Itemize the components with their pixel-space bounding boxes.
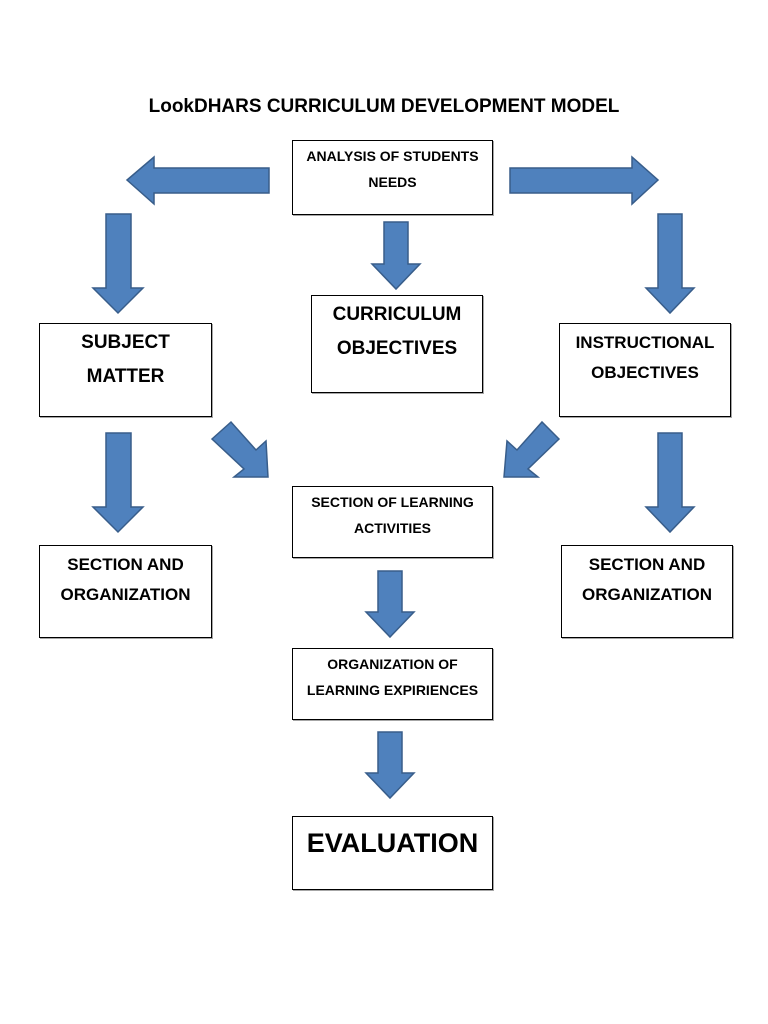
- node-subject-matter: SUBJECT MATTER: [39, 323, 212, 417]
- arrow-down-to-instructional-objectives: [644, 213, 696, 315]
- arrow-down-to-curriculum-objectives: [370, 221, 422, 291]
- node-label-line: CURRICULUM: [332, 304, 462, 325]
- node-label-line: MATTER: [86, 366, 165, 387]
- node-label-line: ORGANIZATION OF: [327, 656, 458, 672]
- node-label-line: SUBJECT: [81, 332, 170, 353]
- node-organization-of-learning-experiences: ORGANIZATION OF LEARNING EXPIRIENCES: [292, 648, 493, 720]
- node-evaluation: EVALUATION: [292, 816, 493, 890]
- node-label-line: OBJECTIVES: [591, 363, 699, 382]
- node-section-of-learning-activities: SECTION OF LEARNING ACTIVITIES: [292, 486, 493, 558]
- node-curriculum-objectives: CURRICULUM OBJECTIVES: [311, 295, 483, 393]
- arrow-down-to-organization-learning: [364, 570, 416, 639]
- node-label-line: OBJECTIVES: [336, 338, 458, 359]
- node-label-line: ORGANIZATION: [581, 585, 712, 604]
- node-label-line: LEARNING EXPIRIENCES: [306, 682, 479, 698]
- node-label-line: ORGANIZATION: [60, 585, 191, 604]
- arrow-down-to-section-org-right: [644, 432, 696, 534]
- node-instructional-objectives: INSTRUCTIONAL OBJECTIVES: [559, 323, 731, 417]
- node-label-line: ACTIVITIES: [353, 520, 431, 536]
- diagram-title: LookDHARS CURRICULUM DEVELOPMENT MODEL: [148, 96, 620, 117]
- arrow-analysis-right: [509, 155, 660, 206]
- arrow-down-to-subject-matter: [91, 213, 145, 315]
- node-label-line: INSTRUCTIONAL: [575, 333, 715, 352]
- node-label-line: ANALYSIS OF STUDENTS: [306, 148, 479, 164]
- node-label-line: SECTION AND: [588, 555, 706, 574]
- node-section-and-organization-right: SECTION AND ORGANIZATION: [561, 545, 733, 638]
- node-label-line: SECTION OF LEARNING: [311, 494, 474, 510]
- arrow-diagonal-right: [503, 420, 561, 478]
- arrow-diagonal-left: [210, 420, 269, 478]
- arrow-down-to-evaluation: [364, 731, 416, 800]
- node-section-and-organization-left: SECTION AND ORGANIZATION: [39, 545, 212, 638]
- node-analysis-of-students-needs: ANALYSIS OF STUDENTS NEEDS: [292, 140, 493, 215]
- node-label-line: NEEDS: [368, 174, 417, 190]
- arrow-down-to-section-org-left: [91, 432, 145, 534]
- arrow-analysis-left: [125, 155, 270, 206]
- node-label-line: SECTION AND: [67, 555, 184, 574]
- node-label-line: EVALUATION: [306, 828, 479, 858]
